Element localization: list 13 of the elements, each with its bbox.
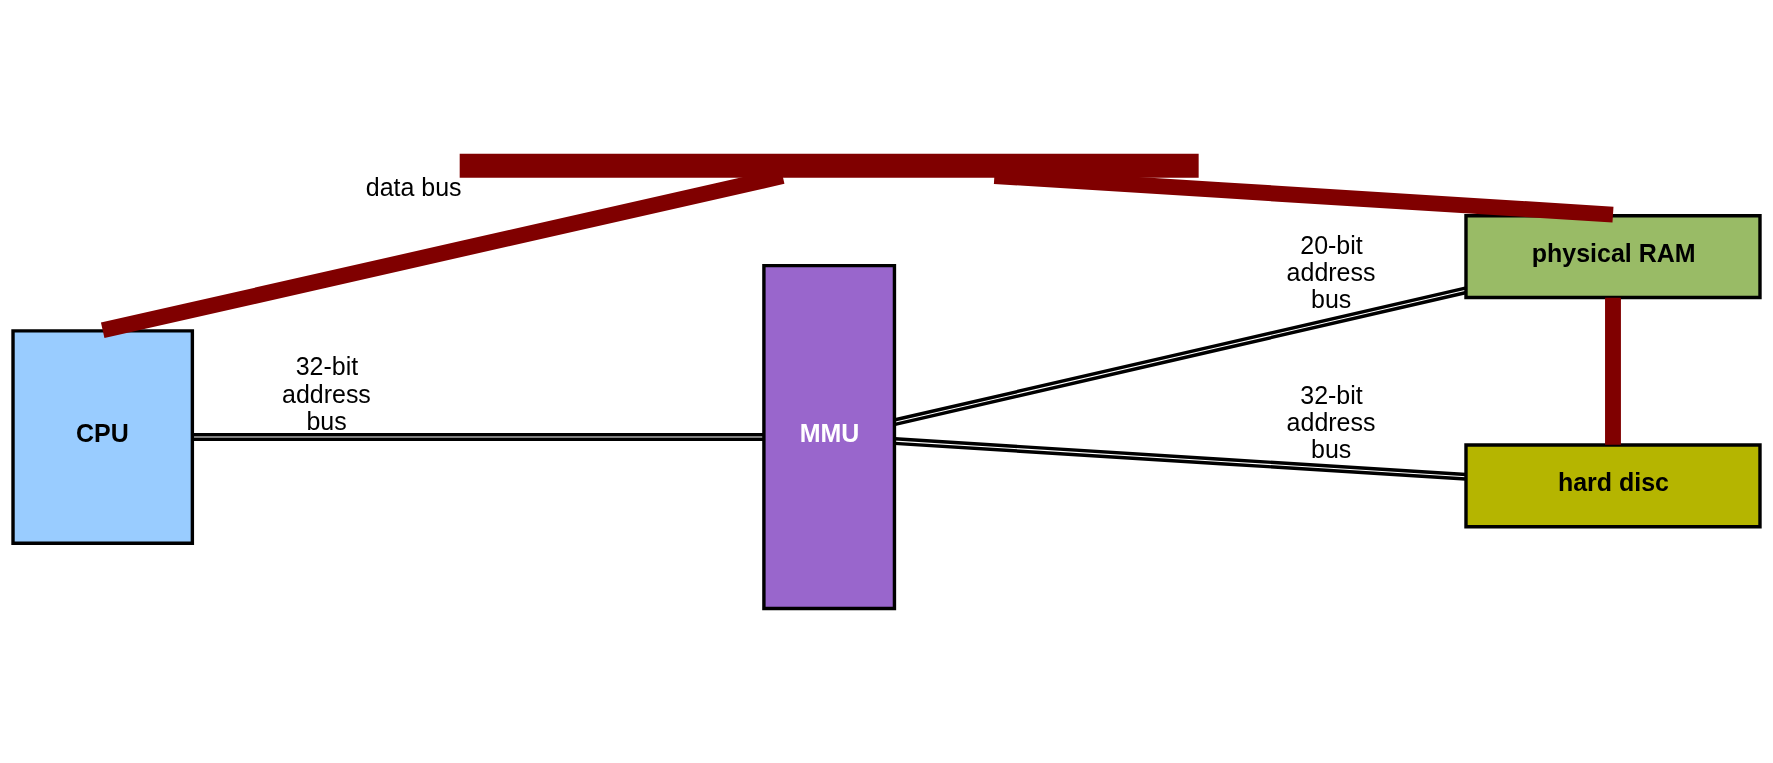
node-label: data bus — [365, 172, 462, 201]
connector — [893, 285, 1467, 426]
node-box: physical RAM — [1464, 213, 1762, 299]
node-box: CPU — [11, 328, 195, 545]
edge-label: 32-bit address bus — [282, 351, 371, 435]
node-bar — [459, 153, 1199, 178]
node-box: MMU — [762, 263, 897, 610]
node-box: hard disc — [1464, 442, 1762, 528]
edge-label: 32-bit address bus — [1286, 380, 1376, 463]
connector — [894, 436, 1467, 481]
connector — [192, 432, 764, 441]
connector — [1605, 297, 1621, 445]
edge-label: 20-bit address bus — [1286, 230, 1376, 313]
